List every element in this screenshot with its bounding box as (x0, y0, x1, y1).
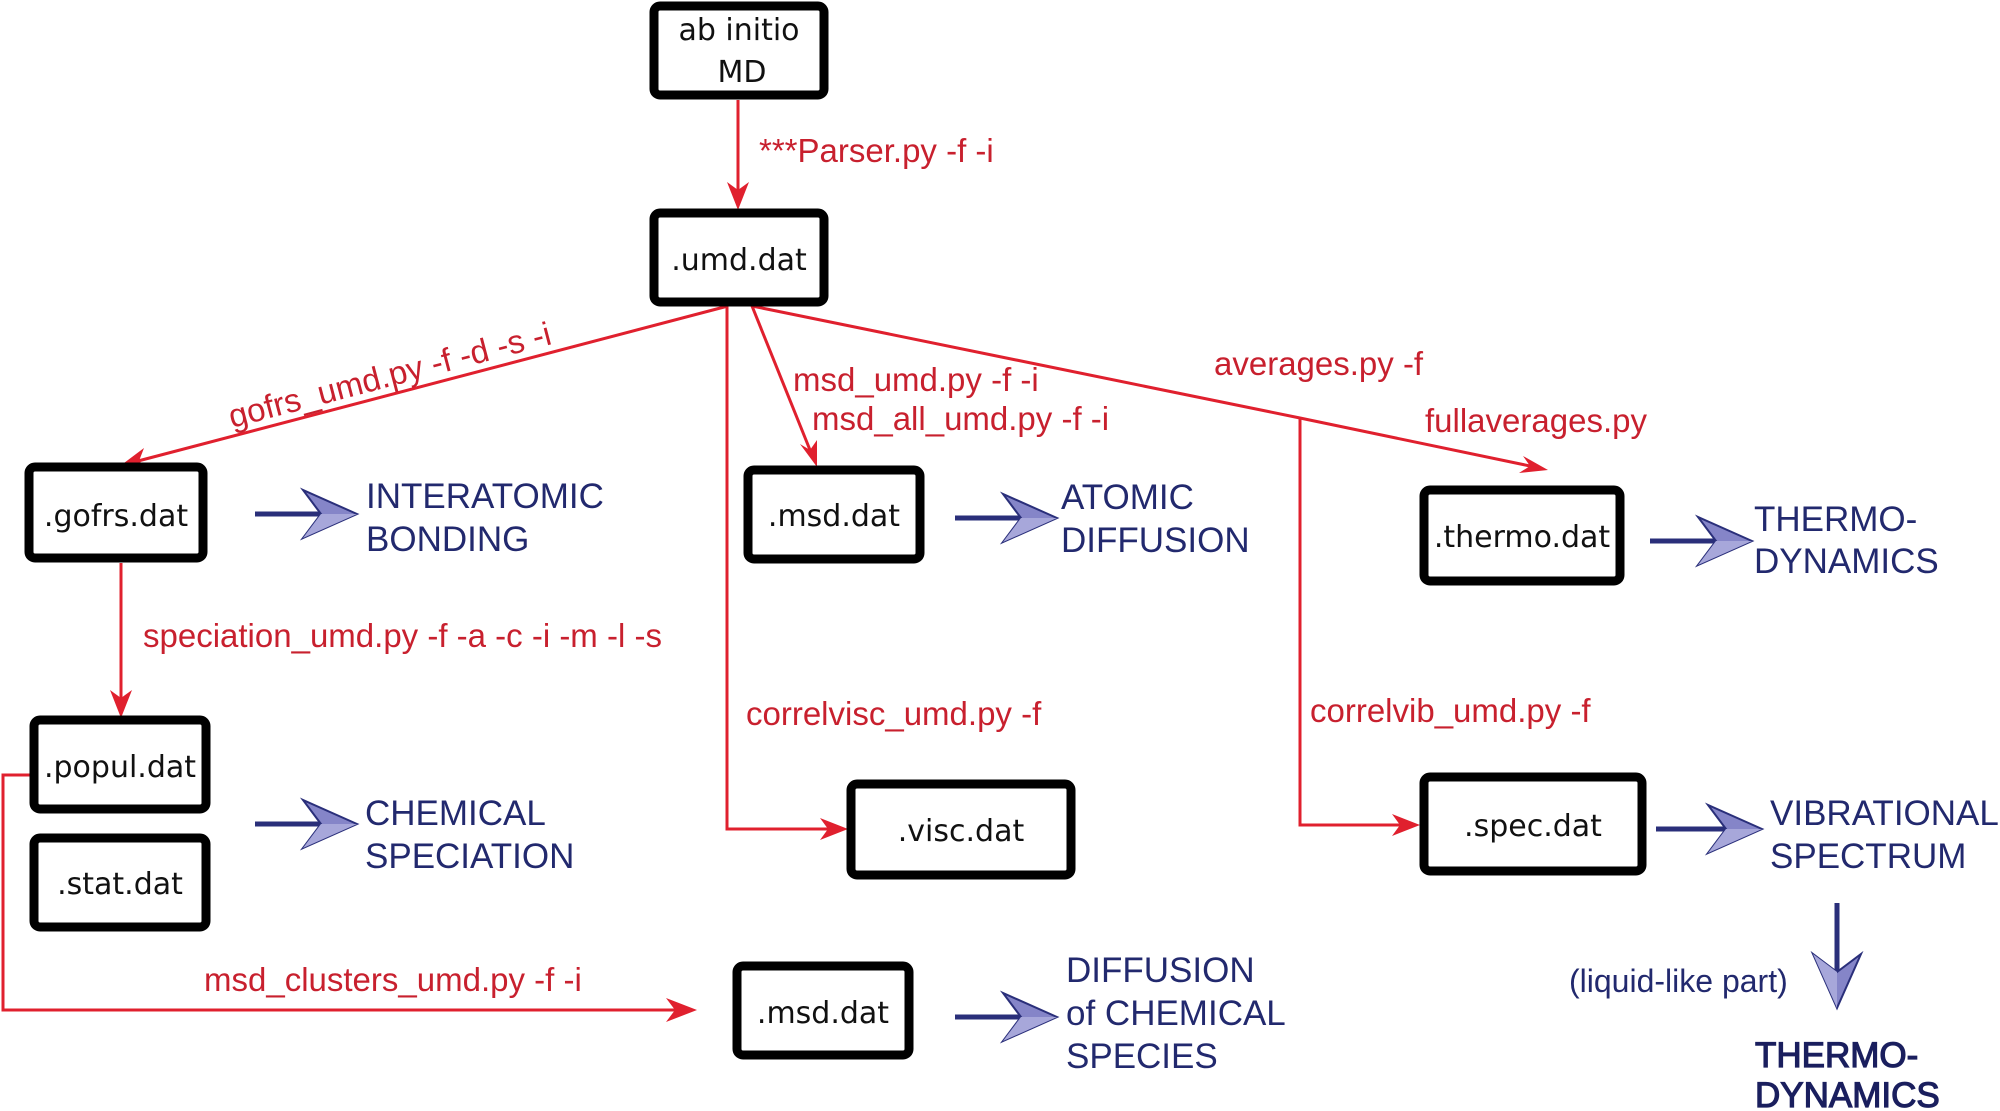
command-speciation: speciation_umd.py -f -a -c -i -m -l -s (143, 617, 662, 654)
edge-correlvib (1298, 418, 1420, 836)
arrowhead-icon (1519, 456, 1548, 473)
svg-text:.umd.dat: .umd.dat (671, 243, 807, 278)
outcome-arrow-bonding (255, 487, 360, 541)
note-liquid-like-part: (liquid-like part) (1569, 963, 1788, 999)
node-spec-dat: .spec.dat (1419, 772, 1647, 876)
edge-correlvisc (725, 306, 848, 840)
command-gofrs: gofrs_umd.py -f -d -s -i (224, 315, 554, 435)
svg-text:.msd.dat: .msd.dat (768, 499, 900, 534)
edge-msd-clusters (1, 773, 697, 1022)
svg-text:MD: MD (718, 55, 767, 90)
node-msd-clusters-dat: .msd.dat (732, 961, 914, 1060)
command-correlvib: correlvib_umd.py -f (1310, 692, 1591, 729)
command-msd: msd_umd.py -f -i (793, 361, 1039, 398)
command-msd-clusters: msd_clusters_umd.py -f -i (204, 961, 582, 998)
arrowhead-icon (110, 690, 132, 718)
node-popul-dat: .popul.dat (29, 715, 211, 814)
edge-gofrs (120, 304, 729, 469)
outcome-arrow-species-diffusion (955, 990, 1060, 1044)
command-msd-all: msd_all_umd.py -f -i (812, 400, 1109, 437)
svg-text:THERMO-: THERMO- (1754, 500, 1917, 539)
outcome-arrow-liquid (1810, 903, 1864, 1011)
outcome-arrow-diffusion (955, 491, 1060, 545)
svg-text:SPECIES: SPECIES (1066, 1037, 1218, 1076)
svg-text:DIFFUSION: DIFFUSION (1061, 521, 1250, 560)
command-averages: averages.py -f (1214, 345, 1424, 382)
outcome-arrow-thermo (1650, 514, 1755, 568)
outcome-arrow-speciation (255, 797, 360, 851)
command-correlvisc: correlvisc_umd.py -f (746, 695, 1042, 732)
outcome-bonding: INTERATOMIC BONDING (366, 477, 604, 559)
svg-text:.thermo.dat: .thermo.dat (1434, 520, 1611, 555)
outcome-vibrational-spectrum: VIBRATIONAL SPECTRUM (1770, 794, 1999, 876)
svg-text:.msd.dat: .msd.dat (757, 996, 889, 1031)
arrowhead-icon (727, 182, 749, 210)
svg-text:.stat.dat: .stat.dat (57, 867, 183, 902)
svg-text:SPECIATION: SPECIATION (365, 837, 574, 876)
svg-text:.spec.dat: .spec.dat (1464, 809, 1602, 844)
node-gofrs-dat: .gofrs.dat (24, 462, 208, 563)
svg-text:of CHEMICAL: of CHEMICAL (1066, 994, 1286, 1033)
svg-text:.visc.dat: .visc.dat (898, 814, 1025, 849)
svg-text:.gofrs.dat: .gofrs.dat (44, 499, 188, 534)
svg-text:THERMO-: THERMO- (1755, 1036, 1918, 1075)
node-umd-dat: .umd.dat (649, 208, 829, 307)
command-fullaverages: fullaverages.py (1425, 402, 1647, 439)
node-thermo-dat: .thermo.dat (1419, 485, 1625, 586)
arrowhead-icon (800, 440, 817, 467)
svg-text:CHEMICAL: CHEMICAL (365, 794, 546, 833)
svg-text:INTERATOMIC: INTERATOMIC (366, 477, 604, 516)
arrowhead-icon (666, 998, 697, 1022)
edge-speciation (110, 563, 132, 718)
command-parser: ***Parser.py -f -i (759, 132, 994, 169)
svg-text:DYNAMICS: DYNAMICS (1755, 1076, 1940, 1111)
arrowhead-icon (1392, 814, 1420, 836)
node-visc-dat: .visc.dat (846, 779, 1076, 880)
outcome-arrow-spectrum (1656, 802, 1765, 856)
outcome-chemical-speciation: CHEMICAL SPECIATION (365, 794, 574, 876)
node-stat-dat: .stat.dat (29, 833, 211, 932)
outcome-atomic-diffusion: ATOMIC DIFFUSION (1061, 478, 1250, 560)
outcome-species-diffusion: DIFFUSION of CHEMICAL SPECIES (1066, 951, 1286, 1076)
outcome-thermodynamics: THERMO- DYNAMICS (1754, 500, 1939, 581)
edge-msd (750, 305, 817, 467)
arrowhead-icon (820, 818, 848, 840)
node-msd-dat: .msd.dat (743, 465, 925, 564)
svg-text:ATOMIC: ATOMIC (1061, 478, 1194, 517)
svg-text:ab initio: ab initio (678, 13, 799, 48)
svg-text:DYNAMICS: DYNAMICS (1754, 542, 1939, 581)
node-abinitio-md: ab initio MD (649, 1, 829, 100)
svg-text:SPECTRUM: SPECTRUM (1770, 837, 1966, 876)
edge-parser (727, 100, 749, 210)
outcome-thermodynamics-final: THERMO- DYNAMICS (1754, 1035, 1940, 1111)
svg-text:.popul.dat: .popul.dat (44, 750, 196, 785)
svg-text:BONDING: BONDING (366, 520, 529, 559)
svg-text:VIBRATIONAL: VIBRATIONAL (1770, 794, 1999, 833)
svg-text:DIFFUSION: DIFFUSION (1066, 951, 1255, 990)
